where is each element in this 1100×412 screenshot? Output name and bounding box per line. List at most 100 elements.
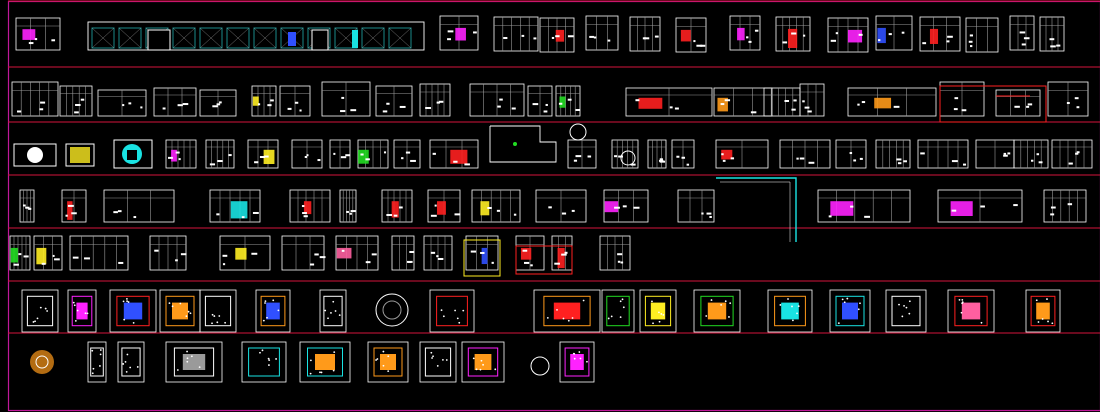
ceiling-detail bbox=[367, 341, 409, 383]
storage-elevation bbox=[391, 235, 415, 271]
tv-wall-elevation bbox=[603, 189, 649, 223]
tv-wall-elevation bbox=[535, 189, 587, 223]
tv-wall-elevation bbox=[289, 189, 331, 223]
circle-symbol bbox=[530, 356, 550, 376]
partition-elevation bbox=[875, 139, 911, 169]
ceiling-detail bbox=[461, 341, 505, 383]
cabinet-elevation bbox=[585, 15, 619, 51]
ceiling-detail bbox=[87, 341, 107, 383]
wall-elevation bbox=[847, 87, 937, 117]
wall-elevation bbox=[995, 89, 1041, 117]
cyan-arch-elevation bbox=[113, 139, 153, 169]
wall-elevation bbox=[97, 89, 147, 117]
ceiling-plan bbox=[767, 289, 813, 333]
partition-and-door-row bbox=[13, 123, 1093, 169]
bedside-and-storage-row bbox=[9, 235, 631, 277]
cyan-l-plan bbox=[716, 177, 797, 242]
partition-elevation bbox=[671, 139, 695, 169]
cabinet-elevation bbox=[775, 16, 811, 52]
tv-wall-elevation bbox=[381, 189, 413, 223]
tv-wall-elevation bbox=[61, 189, 87, 223]
partition-elevation bbox=[1013, 139, 1049, 169]
partition-elevation bbox=[715, 139, 769, 169]
wall-elevation bbox=[11, 81, 59, 117]
wall-elevation bbox=[251, 85, 277, 117]
tv-wall-elevation bbox=[677, 189, 715, 223]
partition-elevation bbox=[205, 139, 235, 169]
ceiling-plan bbox=[67, 289, 97, 333]
cabinet-elevation bbox=[1039, 16, 1065, 52]
storage-elevation bbox=[515, 235, 545, 271]
ceiling-detail bbox=[165, 341, 223, 383]
ceiling-plan bbox=[319, 289, 347, 333]
tv-wall-elevation bbox=[19, 189, 35, 223]
cabinet-elevation bbox=[919, 16, 961, 52]
ceiling-detail bbox=[241, 341, 287, 383]
storage-elevation bbox=[149, 235, 187, 271]
ceiling-plan bbox=[1025, 289, 1061, 333]
partition-elevation bbox=[357, 139, 389, 169]
storage-elevation bbox=[465, 235, 499, 271]
wall-elevation bbox=[555, 85, 581, 117]
wall-elevation bbox=[59, 85, 93, 117]
partition-elevation bbox=[247, 139, 279, 169]
storage-elevation bbox=[423, 235, 453, 271]
wall-elevation bbox=[527, 85, 553, 117]
cabinet-elevation bbox=[827, 17, 869, 53]
tv-wall-elevation bbox=[209, 189, 261, 223]
ceiling-plan bbox=[21, 289, 59, 333]
storage-elevation bbox=[281, 235, 326, 271]
partition-elevation bbox=[835, 139, 867, 169]
partition-elevation bbox=[647, 139, 667, 169]
sheet-frame bbox=[7, 0, 1100, 412]
cabinet-elevation bbox=[1009, 15, 1035, 51]
partition-elevation bbox=[165, 139, 197, 169]
ceiling-plan bbox=[255, 289, 291, 333]
ceiling-plan bbox=[429, 289, 475, 333]
partition-elevation bbox=[291, 139, 323, 169]
ceiling-plan bbox=[885, 289, 927, 333]
wall-elevation bbox=[199, 89, 237, 117]
wall-elevation bbox=[153, 87, 197, 117]
tv-wall-elevation bbox=[103, 189, 175, 223]
ceiling-plan bbox=[159, 289, 201, 333]
round-ceiling bbox=[375, 293, 409, 327]
cabinet-elevation bbox=[439, 15, 479, 51]
cabinet-elevation bbox=[965, 17, 999, 53]
cabinet-elevation bbox=[729, 15, 761, 51]
wall-elevation bbox=[469, 83, 525, 117]
yellow-panel-elevation bbox=[65, 143, 95, 167]
ceiling-plan bbox=[639, 289, 677, 333]
long-wall-elevation bbox=[87, 21, 425, 51]
wall-elevation bbox=[763, 87, 801, 117]
cabinet-elevation bbox=[629, 16, 661, 52]
partition-elevation bbox=[1051, 139, 1093, 169]
tv-wall-and-display-row bbox=[19, 177, 1087, 242]
storage-elevation bbox=[335, 235, 379, 271]
ceiling-detail bbox=[117, 341, 145, 383]
partition-elevation bbox=[329, 139, 351, 169]
ceiling-plans-row bbox=[21, 289, 1061, 333]
ceiling-plan bbox=[109, 289, 157, 333]
partition-elevation bbox=[393, 139, 421, 169]
partition-elevation bbox=[917, 139, 969, 169]
cabinet-elevations-row bbox=[15, 15, 1065, 53]
interior-wall-elevations-row bbox=[11, 81, 1089, 123]
wall-elevation bbox=[279, 85, 311, 117]
ceiling-plan bbox=[947, 289, 995, 333]
red-framed-elevation bbox=[939, 85, 1047, 123]
wall-elevation bbox=[375, 85, 413, 117]
storage-elevation bbox=[551, 235, 573, 271]
cabinet-elevation bbox=[539, 17, 575, 53]
wall-elevation bbox=[713, 87, 773, 117]
tv-wall-elevation bbox=[1043, 189, 1087, 223]
cabinet-elevation bbox=[493, 16, 539, 52]
circle-panel-elevation bbox=[13, 143, 57, 167]
cabinet-elevation bbox=[675, 17, 707, 53]
storage-elevation bbox=[219, 235, 271, 271]
red-frame-set bbox=[463, 239, 573, 277]
ceiling-plan bbox=[601, 289, 635, 333]
ceiling-plan bbox=[533, 289, 601, 333]
